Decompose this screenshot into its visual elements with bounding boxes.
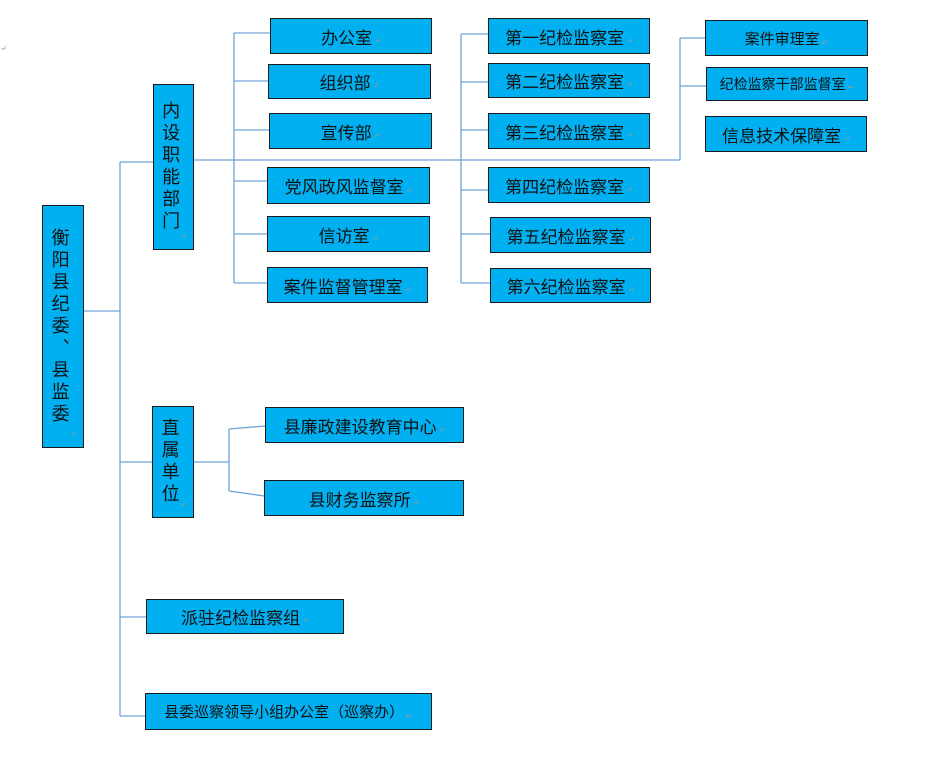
dept-inspection-room-1: 第一纪检监察室: [488, 18, 650, 54]
dept-label: 信息技术保障室: [722, 126, 842, 147]
group-internal-departments: 内设职能部门: [153, 84, 194, 250]
dept-inspection-room-6: 第六纪检监察室: [490, 268, 651, 303]
dept-it-support: 信息技术保障室: [705, 116, 867, 152]
dept-label: 第六纪检监察室: [506, 278, 626, 298]
dept-label: 宣传部: [320, 123, 372, 144]
dept-petition: 信访室: [267, 216, 430, 252]
dept-label: 组织部: [319, 74, 371, 94]
group-resident-label: 派驻纪检监察组: [181, 609, 301, 629]
group-internal-label: 内设职能部门: [159, 101, 181, 233]
dept-publicity: 宣传部: [269, 113, 432, 149]
dept-office: 办公室: [270, 18, 432, 54]
root-label: 衡阳县纪委、县监委: [48, 227, 70, 426]
unit-financial-supervision-office: 县财务监察所: [264, 480, 464, 516]
dept-case-supervision-management: 案件监督管理室: [267, 267, 428, 303]
dept-organization: 组织部: [268, 64, 431, 99]
dept-label: 纪检监察干部监督室: [719, 77, 846, 93]
paragraph-mark: ↵: [0, 44, 7, 53]
dept-label: 第四纪检监察室: [505, 177, 625, 198]
dept-inspection-room-4: 第四纪检监察室: [488, 167, 650, 203]
dept-label: 案件监督管理室: [283, 277, 403, 298]
connector: [228, 425, 266, 430]
dept-inspection-room-5: 第五纪检监察室: [490, 217, 651, 253]
dept-conduct-supervision: 党风政风监督室: [267, 167, 430, 204]
dept-inspection-room-3: 第三纪检监察室: [488, 113, 650, 149]
dept-cadre-supervision: 纪检监察干部监督室: [706, 67, 868, 101]
group-direct-units: 直属单位: [152, 406, 194, 518]
dept-label: 党风政风监督室: [284, 178, 404, 198]
unit-label: 县廉政建设教育中心: [283, 417, 437, 438]
unit-integrity-education-center: 县廉政建设教育中心: [265, 407, 464, 443]
group-direct-label: 直属单位: [158, 418, 180, 506]
unit-label: 县财务监察所: [308, 490, 411, 511]
dept-label: 第五纪检监察室: [506, 227, 626, 248]
group-inspection-label: 县委巡察领导小组办公室（巡察办）: [164, 703, 405, 721]
dept-inspection-room-2: 第二纪检监察室: [488, 63, 650, 98]
root-node: 衡阳县纪委、县监委: [42, 205, 84, 448]
dept-label: 第三纪检监察室: [505, 123, 625, 144]
dept-label: 信访室: [318, 226, 370, 247]
dept-label: 案件审理室: [744, 29, 820, 48]
group-resident-inspection-team: 派驻纪检监察组: [146, 599, 344, 634]
dept-label: 第一纪检监察室: [505, 28, 625, 49]
dept-label: 办公室: [321, 28, 373, 49]
dept-case-trial: 案件审理室: [705, 20, 868, 56]
connector: [228, 490, 265, 497]
dept-label: 第二纪检监察室: [505, 73, 625, 93]
group-inspection-office: 县委巡察领导小组办公室（巡察办）: [145, 693, 432, 730]
